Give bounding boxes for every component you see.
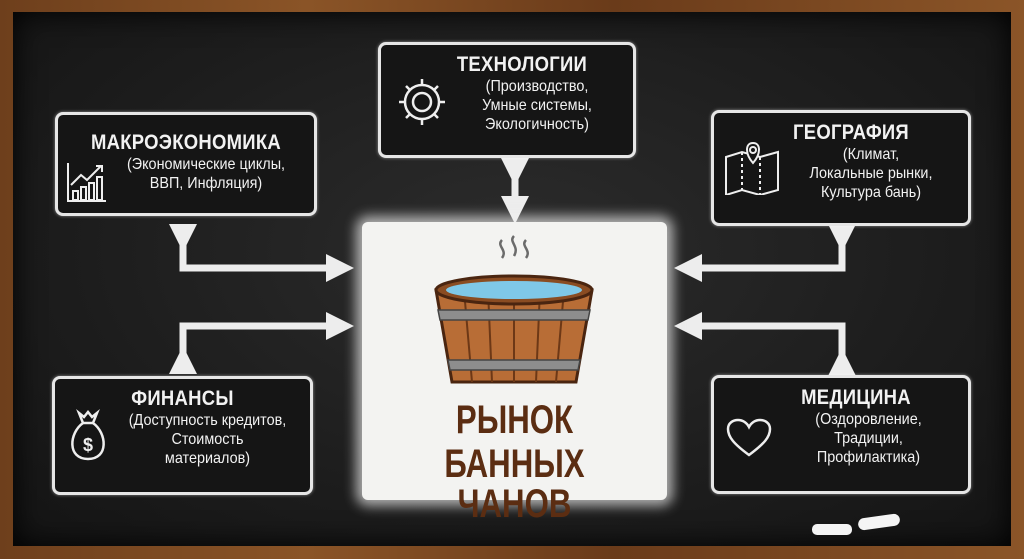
node-medicine: МЕДИЦИНА (Оздоровление, Традиции, Профил… — [711, 375, 971, 494]
technology-line: Экологичность) — [485, 116, 589, 133]
gear-icon — [399, 79, 445, 125]
macro-line: ВВП, Инфляция) — [149, 175, 263, 192]
node-technology: ТЕХНОЛОГИИ (Производство, Умные системы,… — [378, 42, 636, 158]
finance-line: Стоимость — [171, 431, 244, 448]
growth-chart-icon — [67, 163, 106, 202]
macro-title: МАКРОЭКОНОМИКА — [91, 131, 281, 154]
center-title-line1: РЫНОК — [455, 398, 574, 442]
geography-line: Культура бань) — [820, 184, 922, 201]
technology-line: Умные системы, — [482, 97, 592, 114]
geography-title: ГЕОГРАФИЯ — [793, 121, 909, 144]
finance-line: (Доступность кредитов, — [128, 412, 287, 429]
geography-line: (Климат, — [842, 146, 900, 163]
node-finance: $ ФИНАНСЫ (Доступность кредитов, Стоимос… — [52, 376, 313, 495]
arrow-geography — [674, 224, 856, 282]
technology-line: (Производство, — [485, 78, 589, 95]
geography-line: Локальные рынки, — [809, 165, 933, 182]
medicine-line: Традиции, — [834, 430, 903, 447]
center-title-line2: БАННЫХ ЧАНОВ — [444, 442, 585, 526]
arrow-medicine — [674, 312, 856, 376]
money-bag-icon: $ — [71, 409, 105, 461]
center-market: РЫНОК БАННЫХ ЧАНОВ — [362, 222, 667, 524]
medicine-line: (Оздоровление, — [815, 411, 922, 428]
arrow-finance — [169, 312, 354, 374]
finance-title: ФИНАНСЫ — [131, 387, 234, 410]
medicine-line: Профилактика) — [816, 449, 921, 466]
finance-line: материалов) — [164, 450, 251, 467]
macro-line: (Экономические циклы, — [126, 156, 286, 173]
chalk-pieces — [812, 513, 900, 535]
medicine-title: МЕДИЦИНА — [801, 386, 911, 409]
node-macro: МАКРОЭКОНОМИКА (Экономические циклы, ВВП… — [55, 112, 317, 216]
map-pin-icon — [725, 141, 779, 195]
node-geography: ГЕОГРАФИЯ (Климат, Локальные рынки, Куль… — [711, 110, 971, 226]
wooden-tub-icon — [434, 235, 594, 384]
technology-title: ТЕХНОЛОГИИ — [456, 53, 588, 76]
svg-text:$: $ — [83, 435, 93, 455]
heart-icon — [726, 418, 772, 457]
arrow-macro — [169, 224, 354, 282]
